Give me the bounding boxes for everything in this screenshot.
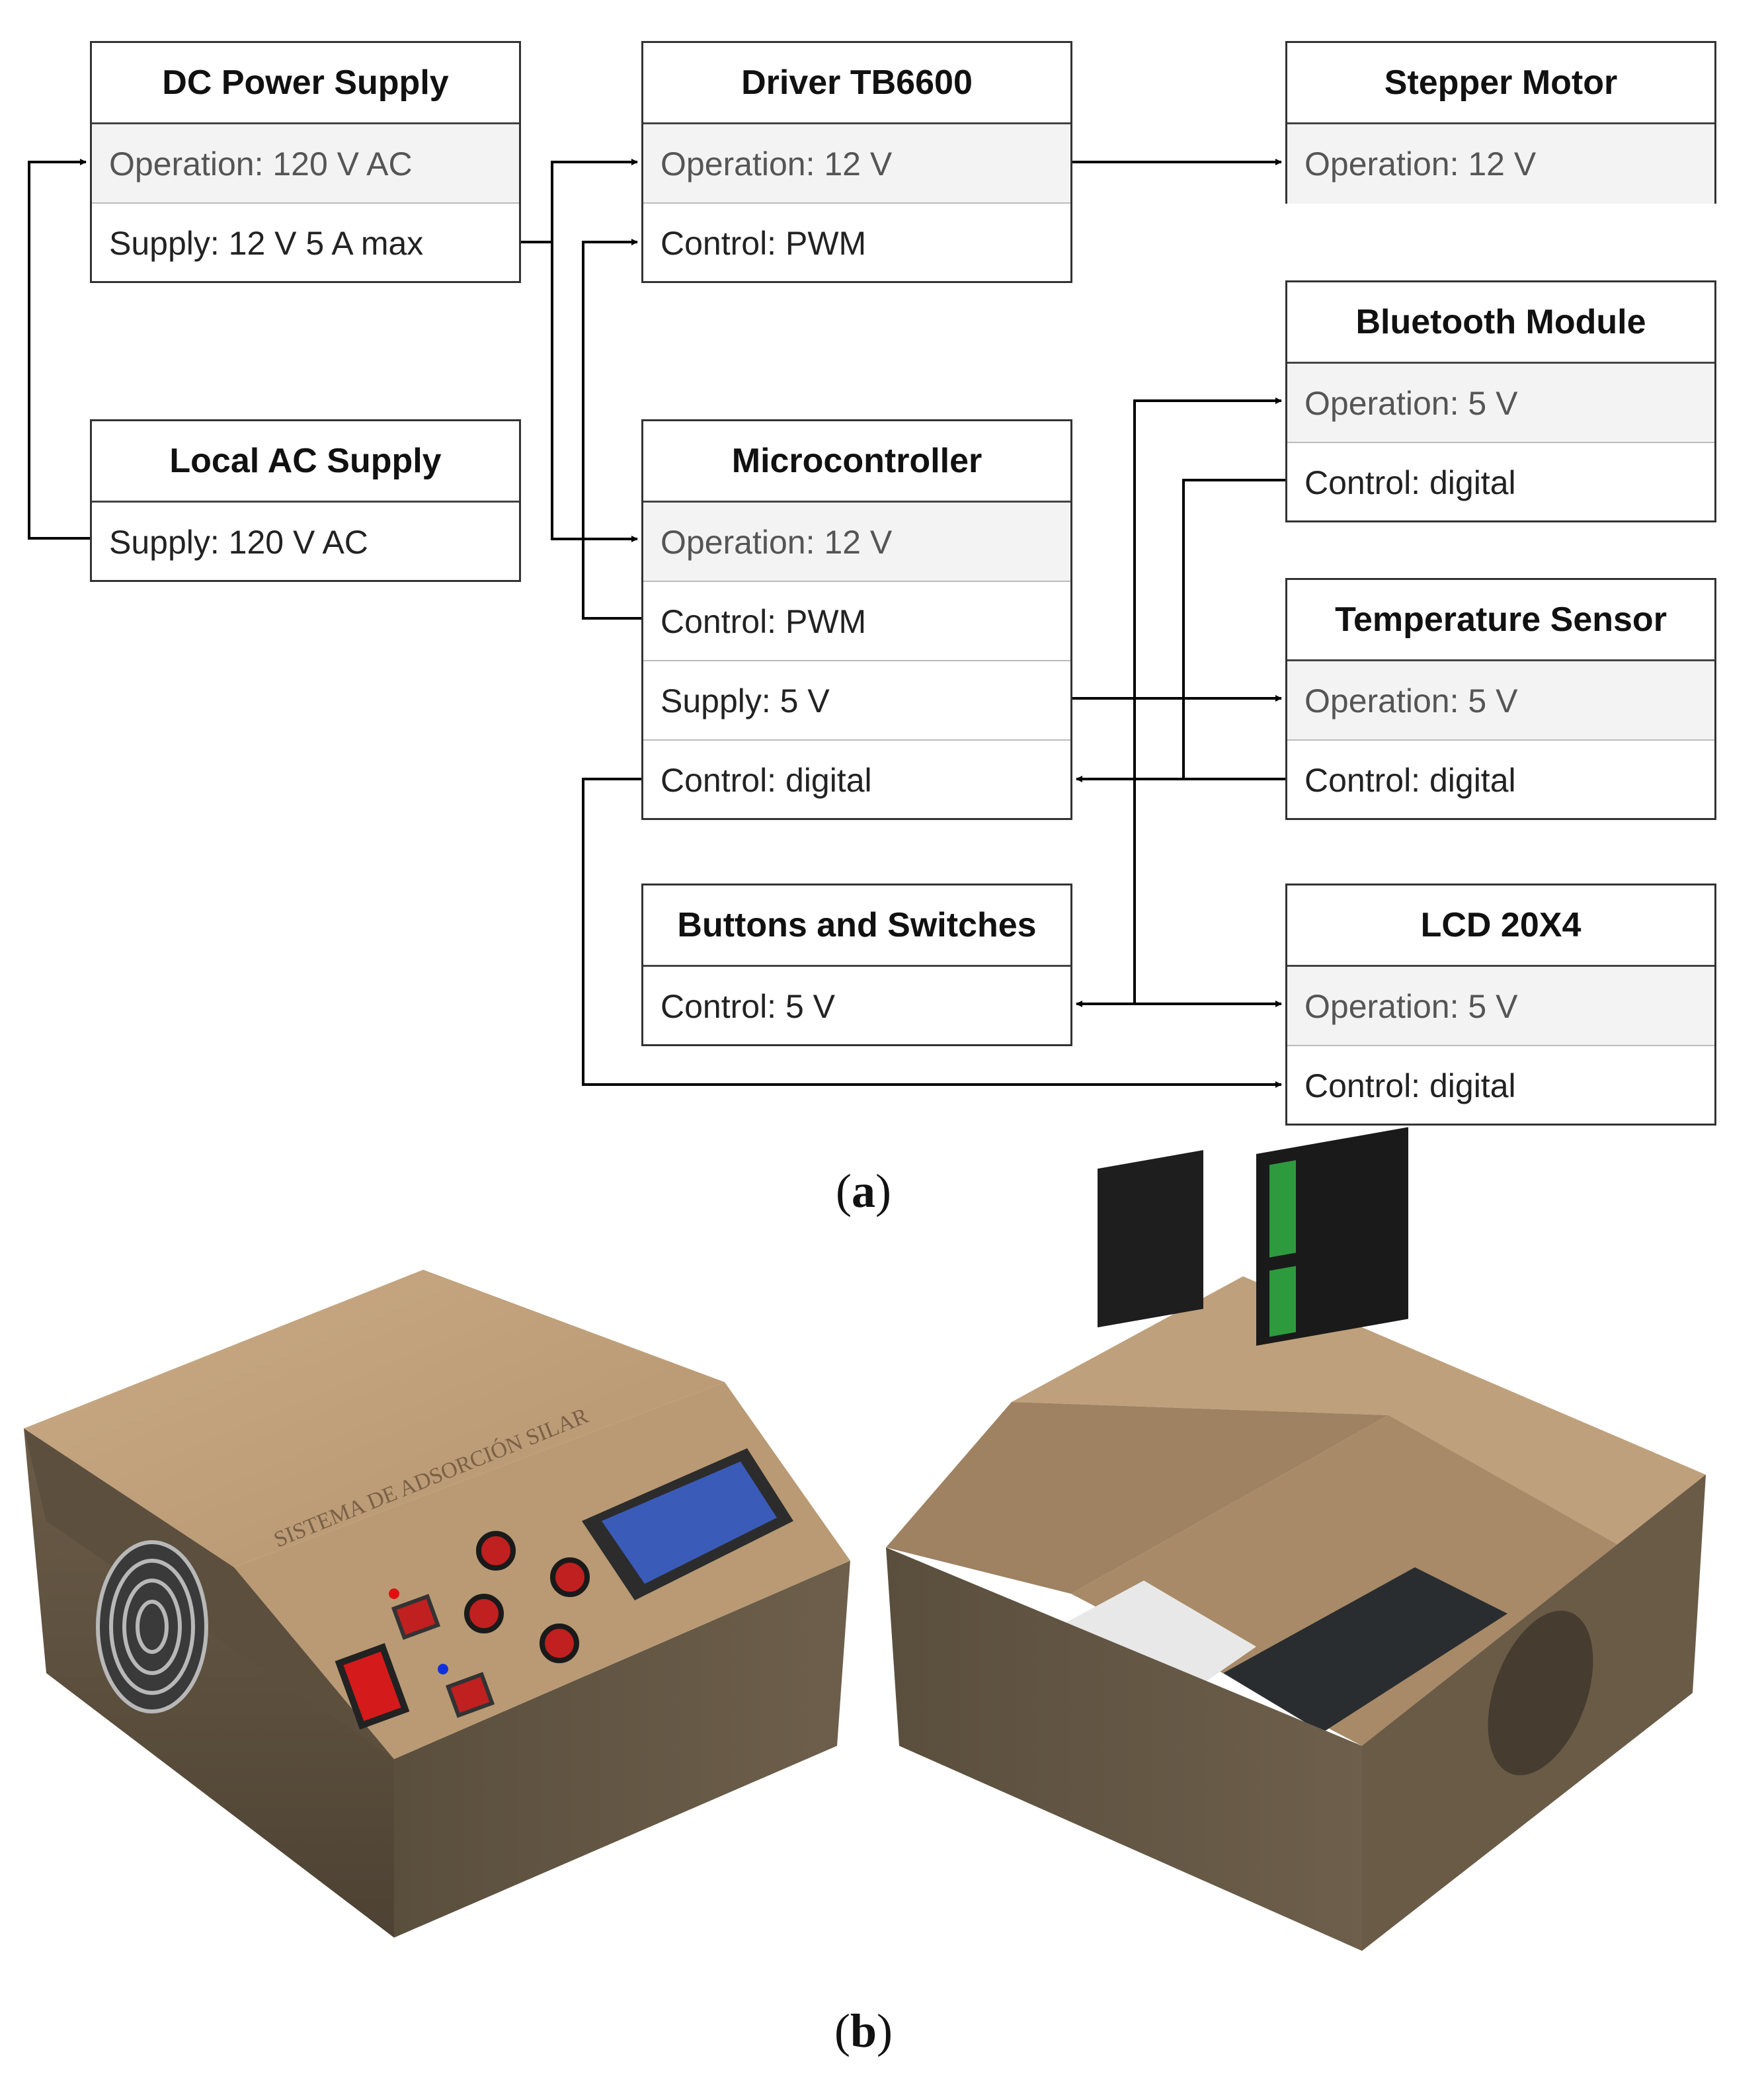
red-button-icon: [540, 1624, 579, 1663]
block-title: Driver TB6600: [643, 43, 1070, 124]
terminal-block-green: [1269, 1266, 1296, 1337]
block-row-operation: Operation: 12 V: [643, 503, 1070, 582]
block-row-control: Control: digital: [1304, 762, 1516, 799]
closed-box-front-face: [394, 1561, 850, 1938]
caption-a-letter: a: [852, 1165, 875, 1217]
block-row-control-digital: Control: digital: [661, 762, 872, 799]
square-button-icon: [445, 1672, 495, 1718]
wire-dc-to-micro: [551, 242, 638, 542]
wire-dc-to-driver: [521, 159, 638, 243]
local-ac-supply-block: Local AC Supply Supply: 120 V AC: [90, 419, 521, 582]
front-buttons: [335, 1531, 590, 1730]
block-row-control: Control: digital: [1304, 1067, 1516, 1104]
block-row-operation: Operation: 12 V: [643, 124, 1070, 204]
block-title: Stepper Motor: [1287, 43, 1714, 124]
red-led-icon: [389, 1588, 399, 1599]
closed-box-top-face: [24, 1270, 725, 1567]
open-box-front-wall: [886, 1547, 1362, 1951]
terminal-block-green: [1269, 1160, 1296, 1258]
wire-micro-to-lcd: [582, 778, 1282, 1088]
block-row-control-pwm: Control: PWM: [643, 582, 1070, 661]
block-row-control: Control: 5 V: [661, 988, 836, 1025]
lcd-display-area: [602, 1461, 777, 1584]
red-button-icon: [476, 1531, 516, 1571]
caption-b-letter: b: [850, 2004, 877, 2057]
block-row-supply: Supply: 5 V: [643, 661, 1070, 741]
caption-b: (b): [834, 2004, 893, 2057]
power-supply-unit: [1223, 1567, 1507, 1733]
closed-box-slope-side: [24, 1428, 394, 1759]
bluetooth-module-block: Bluetooth Module Operation: 5 V Control:…: [1285, 280, 1716, 522]
driver-tb6600-block: Driver TB6600 Operation: 12 V Control: P…: [641, 41, 1072, 283]
block-row-supply: Supply: 120 V AC: [109, 524, 368, 561]
block-row-operation: Operation: 120 V AC: [92, 124, 519, 204]
stepper-motor-block: Stepper Motor Operation: 12 V: [1285, 41, 1716, 204]
closed-box: SISTEMA DE ADSORCIÓN SILAR: [24, 1270, 850, 1938]
red-button-icon: [550, 1557, 590, 1597]
wire-ac-to-dc: [28, 159, 90, 540]
wire-bluetooth-control: [1182, 479, 1285, 779]
block-title: Local AC Supply: [92, 421, 519, 503]
power-switch-icon: [335, 1643, 410, 1730]
blue-led-icon: [438, 1664, 448, 1674]
temperature-sensor-block: Temperature Sensor Operation: 5 V Contro…: [1285, 578, 1716, 820]
open-box-left-wall: [886, 1402, 1388, 1594]
block-row-operation: Operation: 12 V: [1287, 124, 1714, 204]
block-row-control: Control: digital: [1304, 464, 1516, 501]
buttons-switches-block: Buttons and Switches Control: 5 V: [641, 884, 1072, 1046]
microcontroller-block: Microcontroller Operation: 12 V Control:…: [641, 419, 1072, 820]
block-title: DC Power Supply: [92, 43, 519, 124]
open-box: [886, 1127, 1706, 1951]
square-button-icon: [391, 1594, 441, 1640]
dc-power-supply-block: DC Power Supply Operation: 120 V AC Supp…: [90, 41, 521, 283]
block-row-supply: Supply: 12 V 5 A max: [109, 225, 424, 262]
block-row-operation: Operation: 5 V: [1287, 364, 1714, 443]
vent-slots-icon: [1488, 1610, 1593, 1776]
wire-bus-to-bluetooth: [1133, 397, 1282, 698]
block-row-operation: Operation: 5 V: [1287, 967, 1714, 1046]
open-box-back-wall: [1012, 1276, 1706, 1587]
red-button-icon: [464, 1594, 504, 1633]
caption-a: (a): [836, 1165, 891, 1217]
block-title: LCD 20X4: [1287, 885, 1714, 967]
block-title: Buttons and Switches: [643, 885, 1070, 967]
block-title: Microcontroller: [643, 421, 1070, 503]
fan-grill-icon: [96, 1540, 208, 1713]
microcontroller-board: [1058, 1581, 1256, 1706]
block-title: Bluetooth Module: [1287, 282, 1714, 364]
lcd-20x4-block: LCD 20X4 Operation: 5 V Control: digital: [1285, 884, 1716, 1126]
block-row-operation: Operation: 5 V: [1287, 661, 1714, 741]
wire-pwm: [582, 239, 641, 620]
block-title: Temperature Sensor: [1287, 580, 1714, 661]
internal-fan-icon: [1098, 1150, 1203, 1328]
block-row-control: Control: PWM: [661, 225, 867, 262]
connection-wires: [28, 159, 1285, 1088]
